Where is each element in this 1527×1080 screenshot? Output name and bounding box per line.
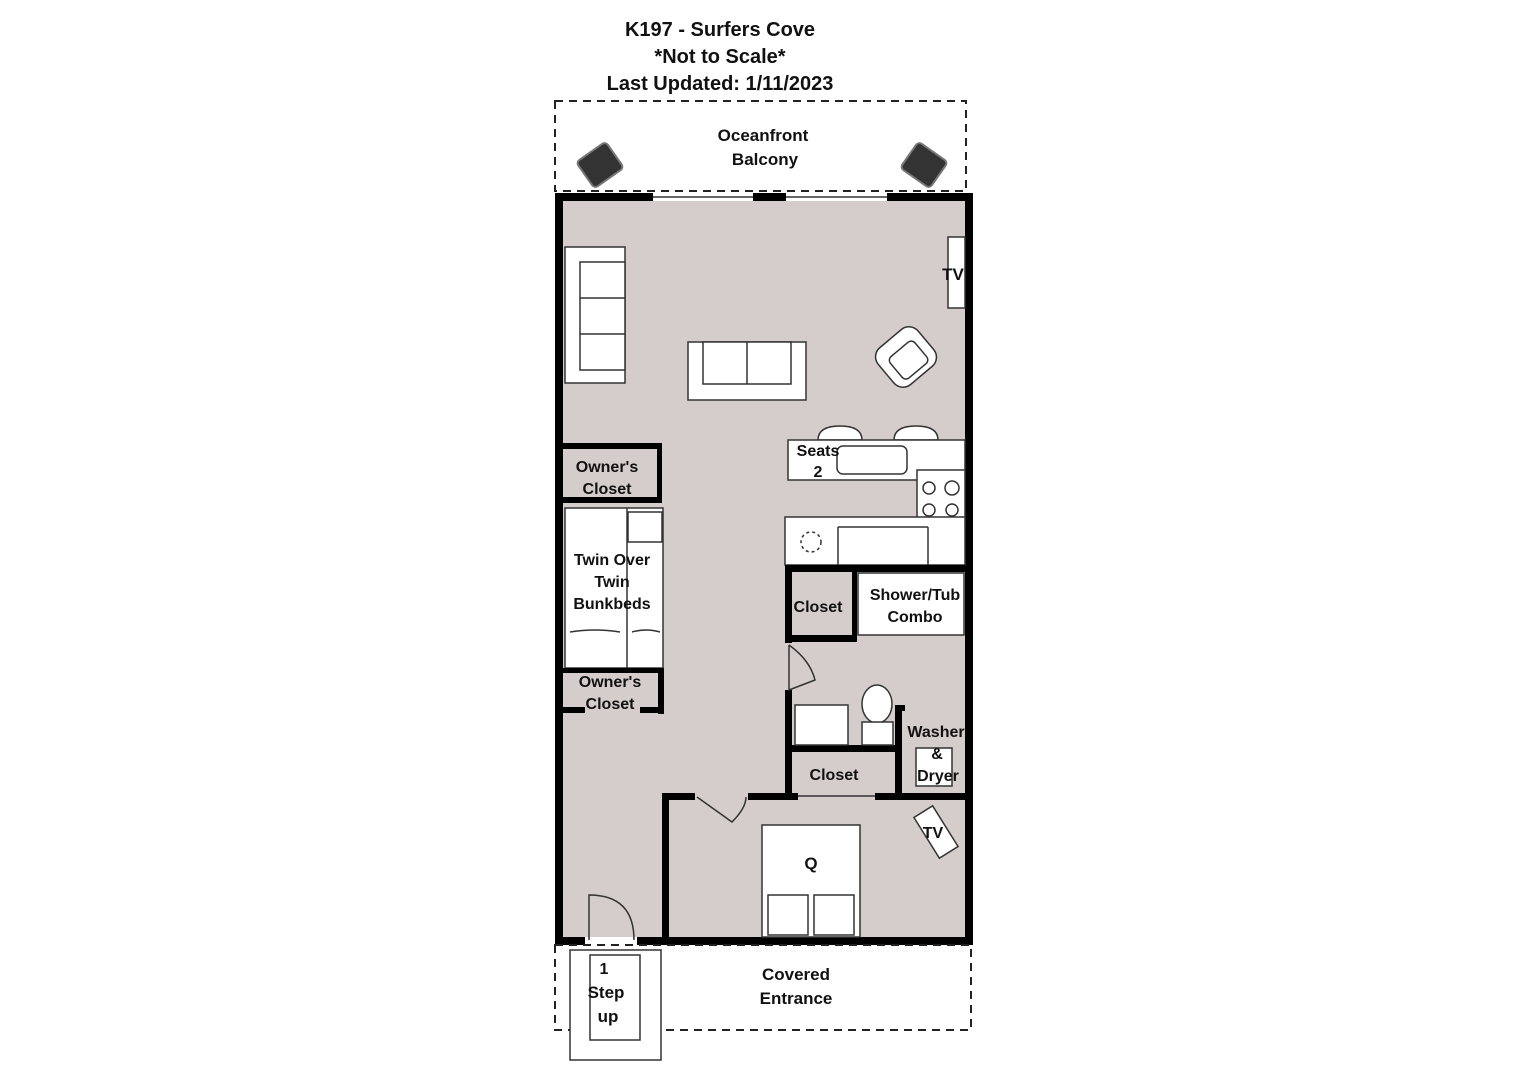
dishwasher-icon: [800, 531, 822, 553]
wall: [640, 707, 664, 713]
wall: [563, 668, 664, 673]
bunk-label-2: Twin: [594, 574, 629, 591]
washer-dryer: [915, 747, 953, 787]
tv-stand-bedroom: [912, 804, 960, 860]
shower-label-1: Shower/Tub: [870, 587, 961, 604]
stove-burners: [922, 480, 960, 517]
toilet: [861, 684, 894, 746]
kitchen-sink: [836, 445, 908, 475]
step-label-2: Step: [588, 983, 625, 1002]
entrance-label-2: Entrance: [760, 989, 833, 1008]
tv-label-living: TV: [942, 265, 964, 284]
owners-closet-bottom-label-2: Closet: [586, 696, 636, 713]
scale-note: *Not to Scale*: [654, 46, 785, 68]
step-label-1: 1: [600, 961, 609, 978]
washer-label-3: Dryer: [917, 768, 959, 785]
closet-hall-label: Closet: [794, 599, 844, 616]
wall: [563, 497, 662, 503]
step-inner: [589, 954, 641, 1041]
lower-counter: [784, 516, 966, 566]
washer-label-1: Washer: [907, 724, 964, 741]
balcony-chair-left: [576, 142, 624, 188]
wall: [658, 668, 664, 714]
queen-bed-label: Q: [804, 854, 817, 873]
bedroom-door[interactable]: [696, 796, 747, 823]
wall: [657, 443, 662, 503]
entrance-label-1: Covered: [762, 965, 830, 984]
bunk-label-3: Bunkbeds: [573, 596, 650, 613]
balcony-chair-right: [900, 142, 948, 188]
bath-walls: [785, 565, 965, 800]
closet-bed-label: Closet: [810, 767, 860, 784]
loveseat: [687, 341, 807, 401]
entry-step: [569, 949, 662, 1061]
covered-entrance-outline: [554, 944, 972, 1031]
last-updated: Last Updated: 1/11/2023: [607, 73, 834, 95]
armchair: [874, 326, 938, 388]
balcony-outline: [554, 100, 967, 192]
owners-closet-bottom-label-1: Owner's: [579, 674, 642, 691]
plan-title: K197 - Surfers Cove: [625, 19, 815, 41]
sofa-left: [564, 246, 626, 384]
entry-door[interactable]: [588, 894, 635, 941]
wall: [563, 443, 662, 449]
outer-walls: [555, 193, 973, 945]
bedroom-walls: [662, 793, 973, 945]
balcony-label-2: Balcony: [732, 150, 799, 169]
bathroom-sink: [794, 704, 849, 746]
seats-label-2: 2: [814, 464, 823, 481]
shower-label-2: Combo: [887, 609, 942, 626]
queen-bed: [761, 824, 861, 938]
bathroom-door[interactable]: [788, 644, 816, 692]
owners-closet-top-label-1: Owner's: [576, 459, 639, 476]
washer-label-2: &: [931, 746, 943, 763]
tv-stand-living: [947, 236, 966, 309]
bunkbeds: [564, 507, 664, 669]
bar-stools: [817, 425, 939, 441]
balcony-label-1: Oceanfront: [718, 126, 809, 145]
tv-label-bedroom: TV: [923, 825, 944, 842]
bathtub: [857, 572, 965, 636]
step-label-3: up: [598, 1007, 619, 1026]
bunk-label-1: Twin Over: [574, 552, 650, 569]
wall: [563, 707, 585, 713]
seats-label-1: Seats: [797, 443, 840, 460]
owners-closet-top-label-2: Closet: [583, 481, 633, 498]
